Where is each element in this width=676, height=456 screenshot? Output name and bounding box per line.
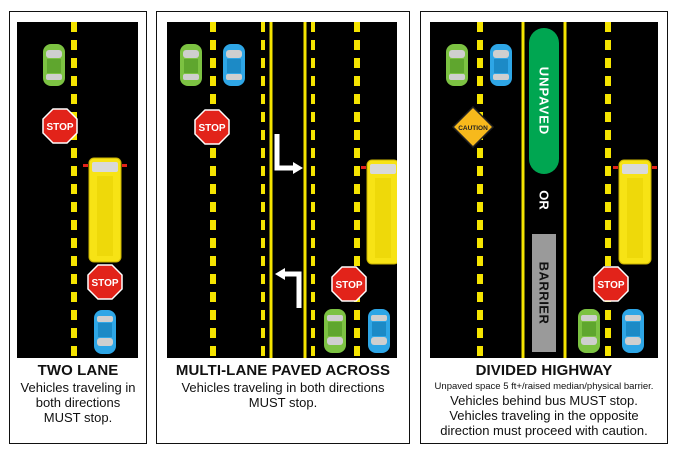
- bus-stop-arm: STOP: [87, 264, 123, 300]
- green-car: [578, 309, 600, 353]
- barrier-median: BARRIER: [532, 234, 556, 352]
- multi-lane-road: STOP STOP: [167, 22, 397, 358]
- panel-title: TWO LANE: [37, 362, 119, 379]
- caution-sign: CAUTION: [451, 105, 495, 149]
- green-car: [180, 44, 202, 86]
- divided-highway-caption: DIVIDED HIGHWAY Unpaved space 5 ft+/rais…: [421, 362, 667, 438]
- caption-line: Vehicles behind bus MUST stop.: [450, 393, 638, 408]
- caption-line: Vehicles traveling in the opposite: [449, 408, 639, 423]
- two-lane-caption: TWO LANE Vehicles traveling in both dire…: [10, 362, 146, 425]
- caption-line: MUST stop.: [43, 410, 113, 425]
- green-car: [324, 309, 346, 353]
- caption-line: direction must proceed with caution.: [440, 423, 648, 438]
- green-car: [446, 44, 468, 86]
- blue-car: [94, 310, 116, 354]
- blue-car: [490, 44, 512, 86]
- turn-right-arrow-icon: [274, 134, 303, 174]
- svg-text:STOP: STOP: [597, 280, 624, 291]
- panel-title: MULTI-LANE PAVED ACROSS: [175, 362, 391, 379]
- svg-text:UNPAVED: UNPAVED: [537, 67, 552, 136]
- blue-car: [223, 44, 245, 86]
- stop-sign: STOP: [194, 109, 230, 145]
- school-bus: [613, 159, 657, 265]
- bus-stop-arm: STOP: [593, 266, 629, 302]
- svg-text:CAUTION: CAUTION: [458, 125, 488, 132]
- caption-line: MUST stop.: [248, 395, 318, 410]
- caption-line: both directions: [35, 395, 121, 410]
- blue-car: [368, 309, 390, 353]
- caption-line: Vehicles traveling in both directions: [181, 380, 385, 395]
- svg-text:BARRIER: BARRIER: [537, 262, 552, 325]
- svg-text:STOP: STOP: [46, 122, 73, 133]
- school-bus: [83, 157, 127, 263]
- svg-text:STOP: STOP: [335, 280, 362, 291]
- divided-highway-road: CAUTION UNPAVED OR BARRIER: [430, 22, 658, 358]
- multi-lane-caption: MULTI-LANE PAVED ACROSS Vehicles traveli…: [157, 362, 409, 410]
- blue-car: [622, 309, 644, 353]
- multi-lane-panel: STOP STOP: [156, 11, 410, 444]
- caption-note: Unpaved space 5 ft+/raised median/physic…: [434, 381, 654, 392]
- bus-stop-arm: STOP: [331, 266, 367, 302]
- turn-left-arrow-icon: [275, 268, 302, 308]
- two-lane-road: STOP STOP: [17, 22, 138, 358]
- two-lane-panel: STOP STOP TWO LAN: [9, 11, 147, 444]
- unpaved-median: UNPAVED: [529, 28, 559, 174]
- school-bus: [361, 159, 397, 265]
- panel-title: DIVIDED HIGHWAY: [475, 362, 613, 379]
- svg-text:STOP: STOP: [198, 123, 225, 134]
- green-car: [43, 44, 65, 86]
- or-label: OR: [537, 190, 552, 210]
- divided-highway-panel: CAUTION UNPAVED OR BARRIER: [420, 11, 668, 444]
- svg-text:STOP: STOP: [91, 278, 118, 289]
- caption-line: Vehicles traveling in: [20, 380, 136, 395]
- stop-sign: STOP: [42, 108, 78, 144]
